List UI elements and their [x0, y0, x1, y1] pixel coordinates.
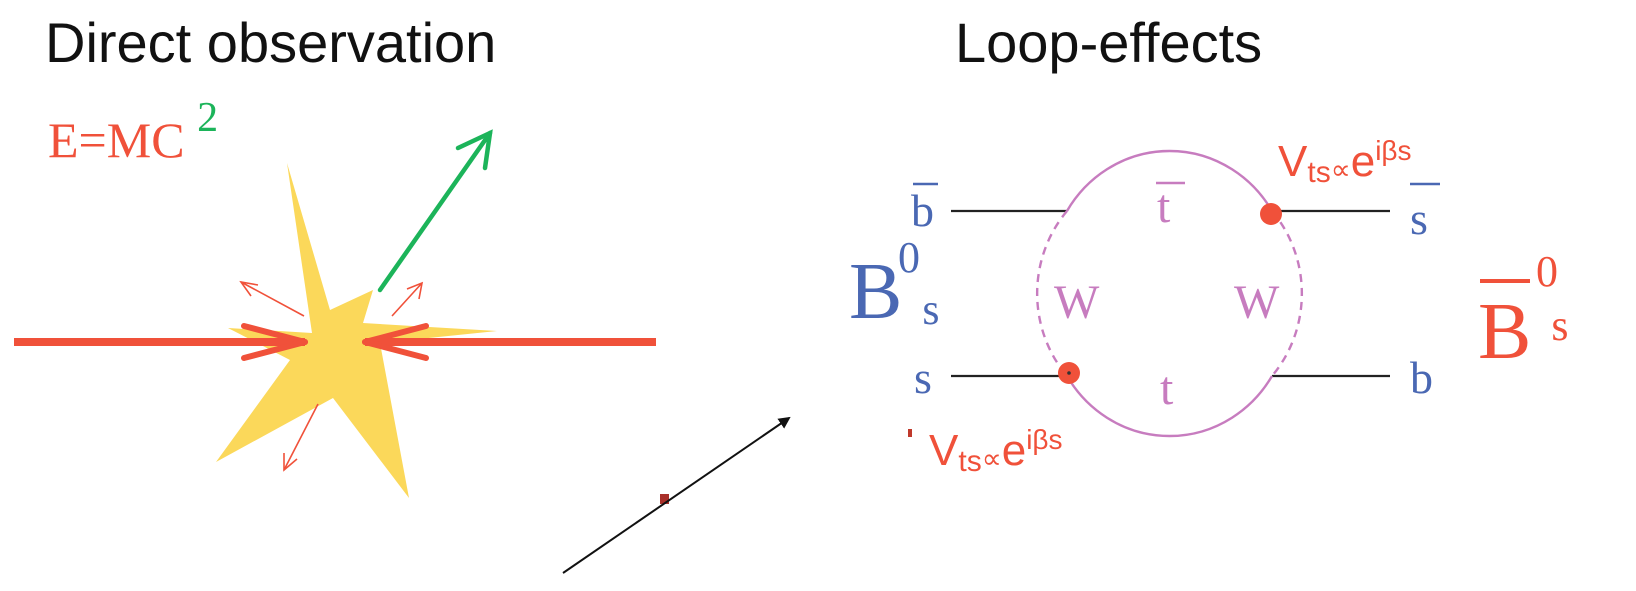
formula-base: E=MC — [48, 112, 185, 168]
loop-right-dashed — [1271, 210, 1304, 377]
loop-bottom-arc — [1065, 375, 1274, 438]
stray-mark — [660, 494, 669, 504]
internal-label-w-left: W — [1054, 276, 1100, 329]
outgoing-particle-arrows — [239, 280, 424, 472]
meson-left-sup: 0 — [898, 233, 920, 282]
internal-label-t: t — [1160, 362, 1174, 415]
quark-lines — [951, 209, 1390, 378]
green-outgoing-arrow — [377, 129, 493, 293]
meson-left-base: B — [849, 248, 902, 336]
thin-arrow-upper-right — [391, 281, 424, 317]
meson-left-sub: s — [922, 285, 939, 334]
meson-right-sub: s — [1551, 301, 1568, 350]
loop-left-dashed — [1035, 210, 1068, 377]
quark-label-b-bar: b — [911, 185, 934, 236]
formula-exponent: 2 — [197, 95, 218, 141]
quark-label-s: s — [914, 352, 932, 403]
internal-label-w-right: W — [1234, 276, 1280, 329]
left-title: Direct observation — [45, 11, 496, 74]
loop — [1035, 149, 1304, 438]
thin-arrow-upper-left — [239, 280, 305, 317]
meson-right: B s — [1478, 288, 1568, 376]
meson-right-base: B — [1478, 288, 1531, 376]
stray-mark-2 — [908, 429, 912, 437]
meson-right-sup: 0 — [1536, 247, 1558, 296]
thin-arrow-lower-left — [283, 403, 319, 472]
connecting-arrow — [562, 416, 791, 574]
formula: E=MC 2 — [48, 95, 218, 168]
meson-left: B s — [849, 248, 939, 336]
vertex-annotation-top: Vts∝eiβs — [1278, 135, 1412, 189]
beam-arrowhead-left — [241, 323, 308, 361]
vertex-annotation-bottom: Vts∝eiβs — [929, 424, 1063, 478]
loop-top-arc — [1065, 149, 1274, 212]
internal-label-t-bar: t — [1157, 180, 1171, 233]
right-title: Loop-effects — [955, 11, 1262, 74]
beam-arrowhead-right — [362, 323, 429, 361]
vertex-dot-top — [1260, 203, 1282, 225]
vertex-dot-bottom-center — [1067, 371, 1071, 375]
quark-label-b: b — [1410, 352, 1433, 403]
quark-label-s-bar: s — [1410, 193, 1428, 244]
collision-star — [216, 163, 497, 498]
